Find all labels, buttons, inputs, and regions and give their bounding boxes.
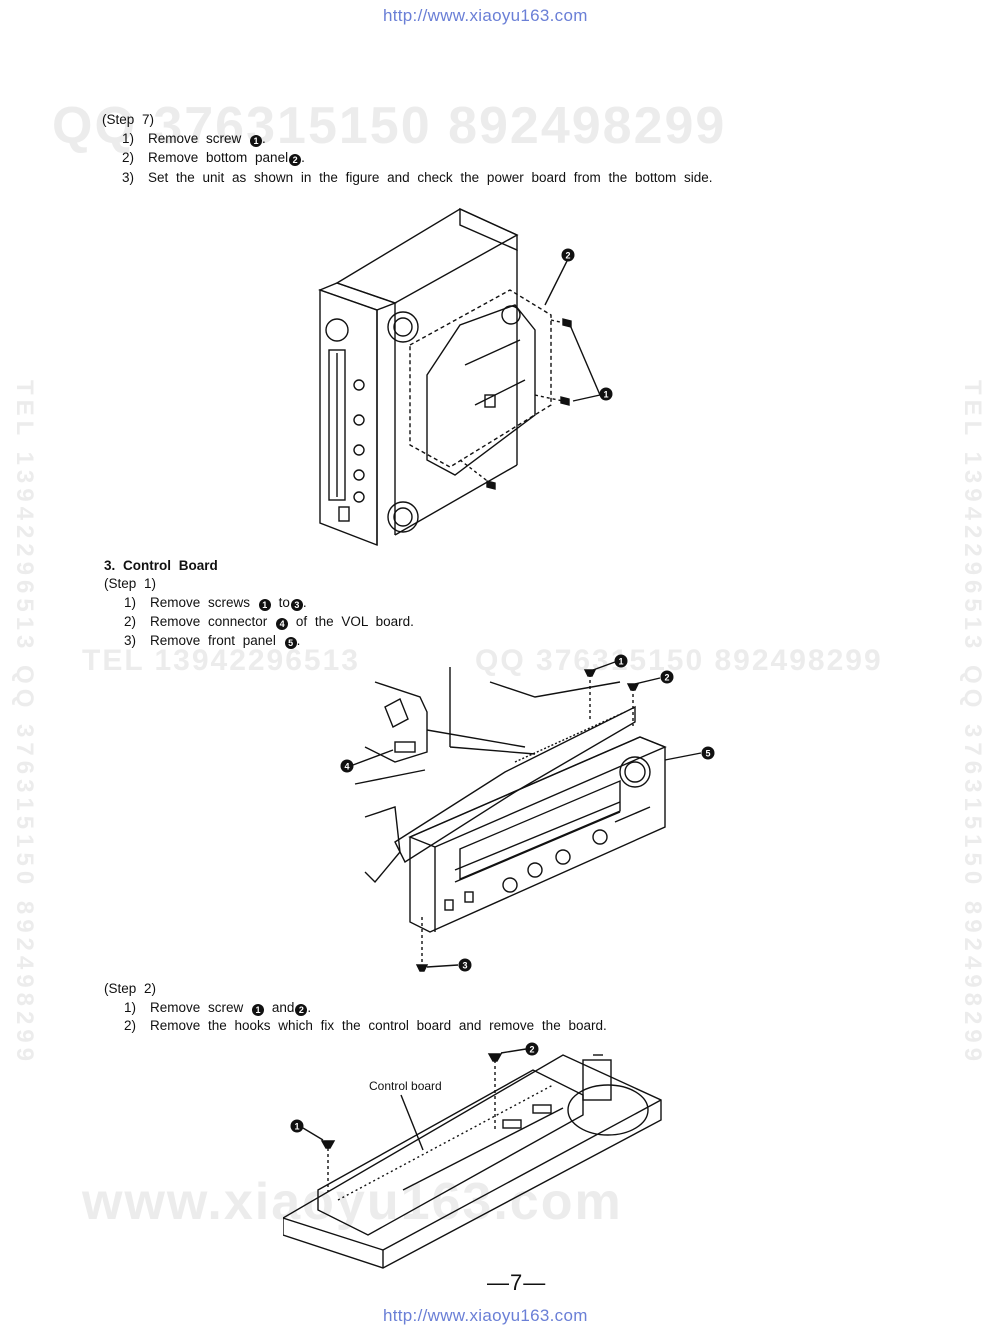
svg-text:2: 2 bbox=[664, 673, 669, 683]
svg-text:5: 5 bbox=[705, 749, 710, 759]
watermark-vertical-right: TEL 13942296513 QQ 376315150 892498299 bbox=[959, 380, 986, 1066]
svg-text:3: 3 bbox=[462, 961, 467, 971]
callout-1-icon bbox=[614, 654, 628, 668]
step1-item-2: 2)Remove connector 4 of the VOL board. bbox=[124, 614, 414, 630]
step7-label: (Step 7) bbox=[102, 112, 155, 127]
svg-text:1: 1 bbox=[294, 1122, 299, 1132]
svg-text:2: 2 bbox=[529, 1045, 534, 1055]
svg-text:2: 2 bbox=[565, 251, 570, 261]
watermark-tel: TEL 13942296513 bbox=[82, 644, 360, 677]
callout-4-icon bbox=[340, 759, 354, 773]
control-board-label: Control board bbox=[369, 1079, 442, 1093]
marker-2-icon: 2 bbox=[289, 154, 302, 166]
marker-5-icon: 5 bbox=[284, 637, 297, 649]
step7-item-3: 3)Set the unit as shown in the figure an… bbox=[122, 170, 713, 185]
svg-text:1: 1 bbox=[618, 657, 623, 667]
callout-2-icon bbox=[525, 1042, 539, 1056]
page-number: —7— bbox=[487, 1270, 547, 1295]
callout-1-icon bbox=[599, 387, 613, 401]
marker-1-icon: 1 bbox=[250, 135, 263, 147]
marker-4-icon: 4 bbox=[276, 618, 289, 630]
step1-item-3: 3)Remove front panel 5. bbox=[124, 633, 301, 649]
marker-3-icon: 3 bbox=[290, 599, 303, 611]
watermark-qq-mid: QQ 376315150 892498299 bbox=[475, 644, 883, 677]
svg-text:1: 1 bbox=[603, 390, 608, 400]
header-url[interactable]: http://www.xiaoyu163.com bbox=[383, 6, 588, 25]
footer-url[interactable]: http://www.xiaoyu163.com bbox=[383, 1306, 588, 1325]
watermark-qq-top: QQ 376315150 892498299 bbox=[52, 97, 727, 155]
callout-2-icon bbox=[660, 670, 674, 684]
watermark-vertical-left: TEL 13942296513 QQ 376315150 892498299 bbox=[11, 380, 38, 1066]
svg-text:4: 4 bbox=[344, 762, 349, 772]
callout-2-icon bbox=[561, 248, 575, 262]
marker-1-icon: 1 bbox=[258, 599, 271, 611]
callout-1-icon bbox=[290, 1119, 304, 1133]
section-heading-control-board: 3. Control Board bbox=[104, 558, 218, 573]
callout-5-icon bbox=[701, 746, 715, 760]
watermark-domain: www.xiaoyu163.com bbox=[82, 1173, 623, 1231]
marker-2-icon: 2 bbox=[295, 1004, 308, 1016]
figure-bottom-panel-removal: 2 1 bbox=[318, 207, 613, 547]
marker-1-icon: 1 bbox=[252, 1004, 265, 1016]
step1-label: (Step 1) bbox=[104, 576, 157, 591]
step7-item-1: 1)Remove screw 1. bbox=[122, 131, 266, 147]
step2-label: (Step 2) bbox=[104, 981, 157, 996]
step2-item-2: 2)Remove the hooks which fix the control… bbox=[124, 1018, 607, 1033]
figure-front-panel-removal: 1 2 4 5 3 bbox=[340, 654, 715, 972]
callout-3-icon bbox=[458, 958, 472, 972]
figure-control-board-removal: Control board 2 1 bbox=[283, 1042, 662, 1269]
